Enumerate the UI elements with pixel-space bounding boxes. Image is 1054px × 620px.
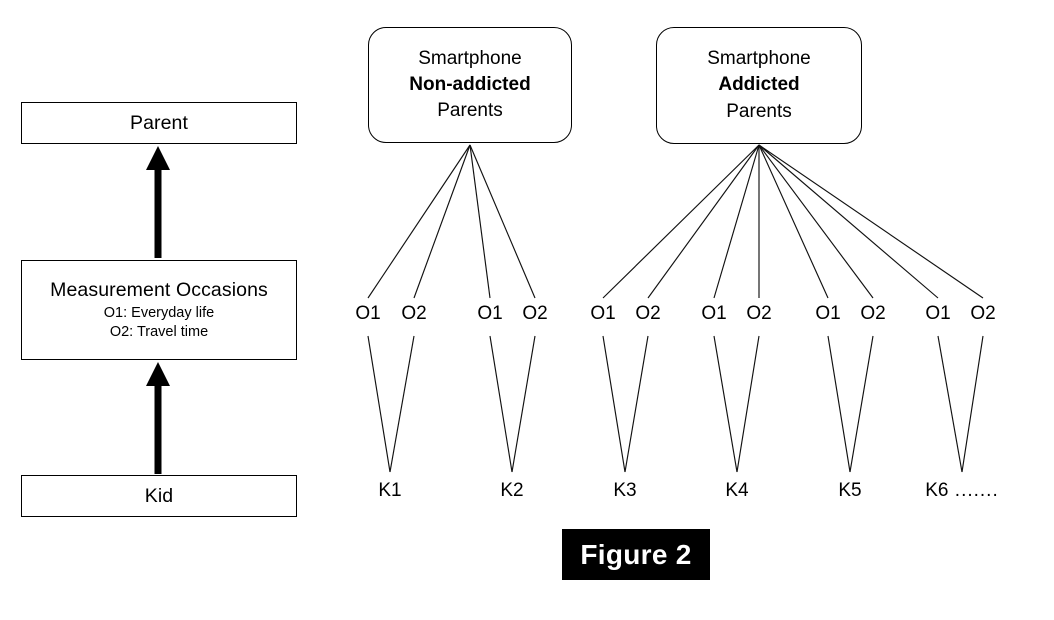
figure-caption: Figure 2 — [562, 529, 710, 580]
fan-line-addicted-4 — [602, 144, 760, 299]
occasion-to-kid-line-5 — [624, 335, 649, 473]
occasion-to-kid-line-7 — [736, 335, 760, 473]
legend-box-kid: Kid — [21, 475, 297, 517]
occasion-to-kid-line-10 — [937, 335, 963, 473]
fan-line-non-addicted-2 — [469, 144, 491, 299]
kid-label-ellipsis: ....... — [948, 480, 999, 501]
figure-caption-text: Figure 2 — [580, 538, 692, 570]
fan-line-addicted-5 — [647, 144, 760, 299]
group-box-addicted-parents: Smartphone Addicted Parents — [656, 27, 862, 144]
group-nonaddicted-line2: Non-addicted — [409, 73, 531, 95]
occasion-to-kid-line-11 — [961, 335, 984, 473]
occasion-to-kid-line-6 — [713, 335, 738, 473]
legend-measurement-title: Measurement Occasions — [50, 278, 268, 301]
fan-line-addicted-6 — [713, 144, 760, 299]
kid-label-k6: K6 ....... — [925, 480, 999, 501]
legend-occasion-o2: O2: Travel time — [109, 323, 209, 340]
occasion-to-kid-line-4 — [602, 335, 626, 473]
occasion-label-addicted-K6-O1: O1 — [925, 303, 951, 324]
occasion-label-addicted-K5-O1: O1 — [815, 303, 841, 324]
group-addicted-line3: Parents — [726, 100, 792, 122]
occasion-label-non-addicted-K1-O1: O1 — [355, 303, 381, 324]
fan-line-non-addicted-3 — [469, 144, 536, 299]
kid-label-k1: K1 — [378, 480, 402, 501]
group-addicted-line1: Smartphone — [707, 48, 811, 70]
occasion-to-kid-line-9 — [849, 335, 874, 473]
group-addicted-line2: Addicted — [718, 74, 800, 96]
kid-label-k3: K3 — [613, 480, 637, 501]
fan-line-non-addicted-0 — [367, 144, 471, 299]
fan-line-addicted-8 — [758, 144, 829, 299]
legend-parent-label: Parent — [129, 111, 189, 134]
occasion-to-kid-line-0 — [367, 335, 391, 473]
occasion-label-addicted-K6-O2: O2 — [970, 303, 996, 324]
group-nonaddicted-line3: Parents — [437, 100, 503, 122]
group-box-non-addicted-parents: Smartphone Non-addicted Parents — [368, 27, 572, 143]
occasion-label-addicted-K5-O2: O2 — [860, 303, 886, 324]
group-nonaddicted-line1: Smartphone — [418, 47, 522, 69]
fan-line-addicted-11 — [758, 144, 984, 299]
occasion-to-kid-line-8 — [827, 335, 851, 473]
legend-occasion-o1: O1: Everyday life — [103, 305, 215, 322]
legend-box-measurement-occasions: Measurement Occasions O1: Everyday life … — [21, 260, 297, 360]
kid-label-k4: K4 — [725, 480, 749, 501]
occasion-to-kid-line-2 — [489, 335, 513, 473]
occasion-to-kid-line-3 — [511, 335, 536, 473]
occasion-label-non-addicted-K1-O2: O2 — [401, 303, 427, 324]
legend-measurement-sublines: O1: Everyday life O2: Travel time — [104, 304, 214, 341]
fan-line-non-addicted-1 — [413, 144, 471, 299]
up-arrow-icon-kid-to-measurement — [146, 362, 170, 474]
occasion-label-non-addicted-K2-O2: O2 — [522, 303, 548, 324]
occasion-label-addicted-K3-O2: O2 — [635, 303, 661, 324]
occasion-label-non-addicted-K2-O1: O1 — [477, 303, 503, 324]
occasion-label-addicted-K3-O1: O1 — [590, 303, 616, 324]
kid-label-k2: K2 — [500, 480, 524, 501]
occasion-label-addicted-K4-O1: O1 — [701, 303, 727, 324]
occasion-to-kid-line-1 — [389, 335, 415, 473]
fan-line-addicted-9 — [758, 144, 874, 299]
up-arrow-icon-measurement-to-parent — [146, 146, 170, 258]
fan-line-addicted-10 — [758, 144, 939, 299]
kid-label-k5: K5 — [838, 480, 862, 501]
legend-box-parent: Parent — [21, 102, 297, 144]
legend-kid-label: Kid — [144, 484, 174, 507]
occasion-label-addicted-K4-O2: O2 — [746, 303, 772, 324]
